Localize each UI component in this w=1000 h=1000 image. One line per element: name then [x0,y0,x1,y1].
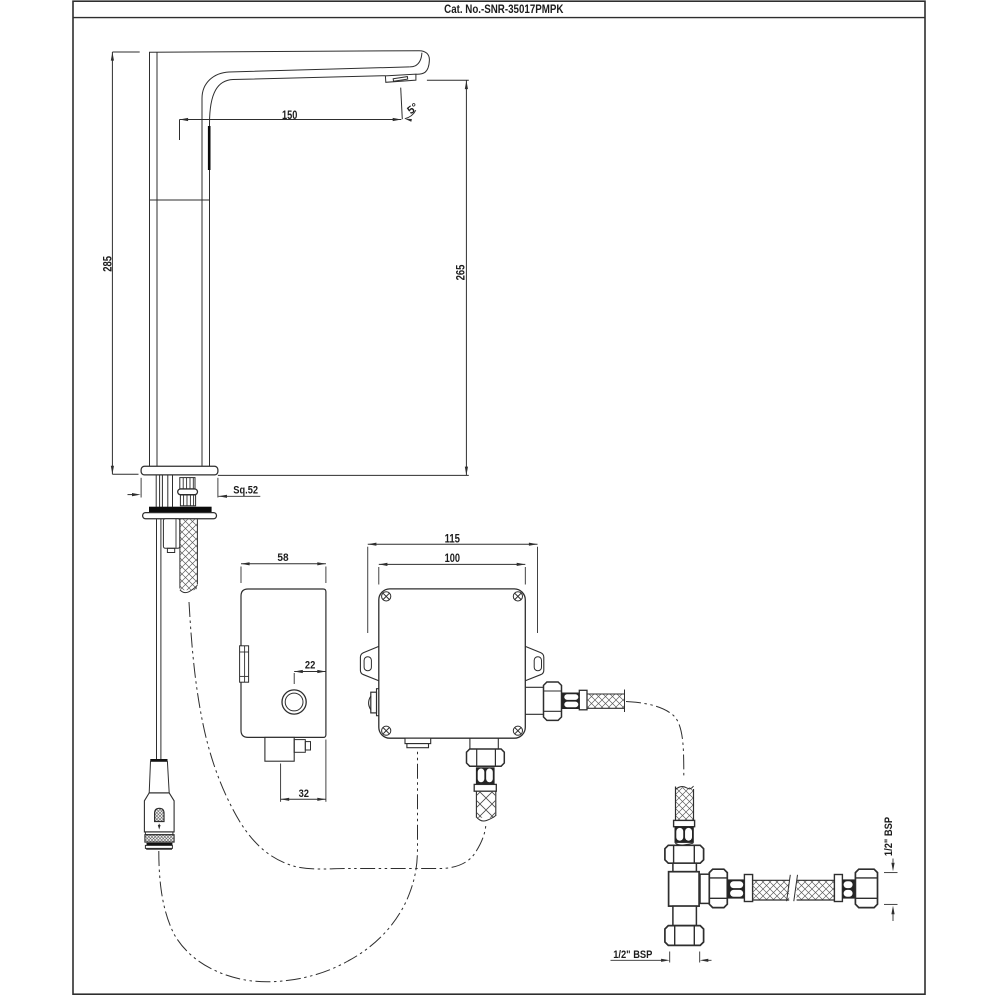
svg-text:265: 265 [453,264,467,280]
svg-text:100: 100 [445,551,461,565]
svg-text:1/2" BSP: 1/2" BSP [883,817,895,856]
svg-text:285: 285 [101,256,115,272]
svg-text:1/2" BSP: 1/2" BSP [613,949,652,961]
svg-text:Sq.52: Sq.52 [233,484,258,496]
svg-text:150: 150 [282,108,298,122]
svg-text:22: 22 [305,660,315,672]
svg-text:115: 115 [445,532,461,546]
svg-text:32: 32 [299,788,309,800]
svg-text:5°: 5° [405,101,421,117]
svg-text:Cat. No.-SNR-35017PMPK: Cat. No.-SNR-35017PMPK [444,2,563,16]
svg-text:58: 58 [277,552,288,564]
